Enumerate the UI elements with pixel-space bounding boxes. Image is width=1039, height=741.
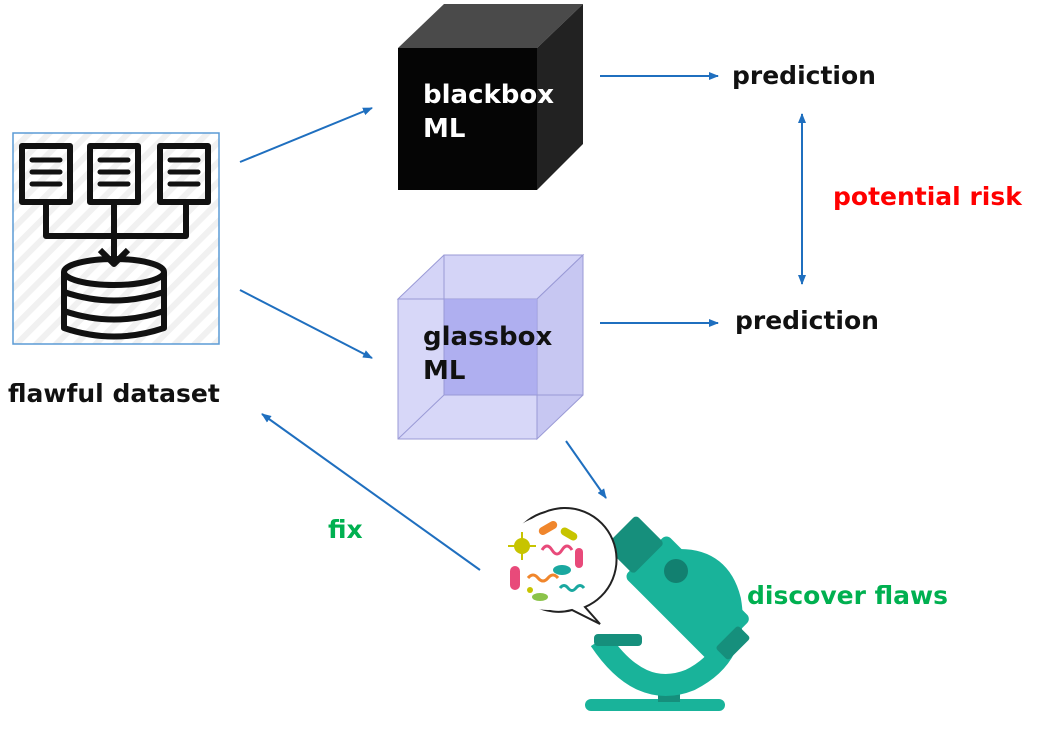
glassbox-line2: ML (423, 355, 466, 386)
bacteria-bubble-icon (501, 507, 618, 625)
microscope-icon (585, 516, 750, 711)
arrows (239, 72, 806, 571)
blackbox-line2: ML (423, 113, 466, 144)
arrow-dataset-to-blackbox (239, 107, 373, 163)
arrow-dataset-to-glassbox (239, 289, 373, 359)
arrow-fix-to-dataset (261, 413, 481, 571)
blackbox-label: blackbox ML (423, 79, 554, 147)
blackbox-prediction-label: prediction (732, 61, 876, 90)
glassbox-prediction-label: prediction (735, 306, 879, 335)
blackbox-line1: blackbox (423, 80, 555, 110)
dataset-database-icon (12, 132, 220, 345)
glassbox-label: glassbox ML (423, 321, 552, 389)
glassbox-cube (396, 253, 585, 441)
discover-flaws-label: discover flaws (747, 581, 949, 610)
dataset-label: flawful dataset (8, 379, 220, 408)
blackbox-cube (398, 4, 583, 190)
arrow-glassbox-to-microscope (565, 440, 607, 499)
potential-risk-label: potential risk (833, 182, 1022, 211)
glassbox-line1: glassbox (423, 322, 553, 352)
fix-label: fix (328, 515, 363, 544)
